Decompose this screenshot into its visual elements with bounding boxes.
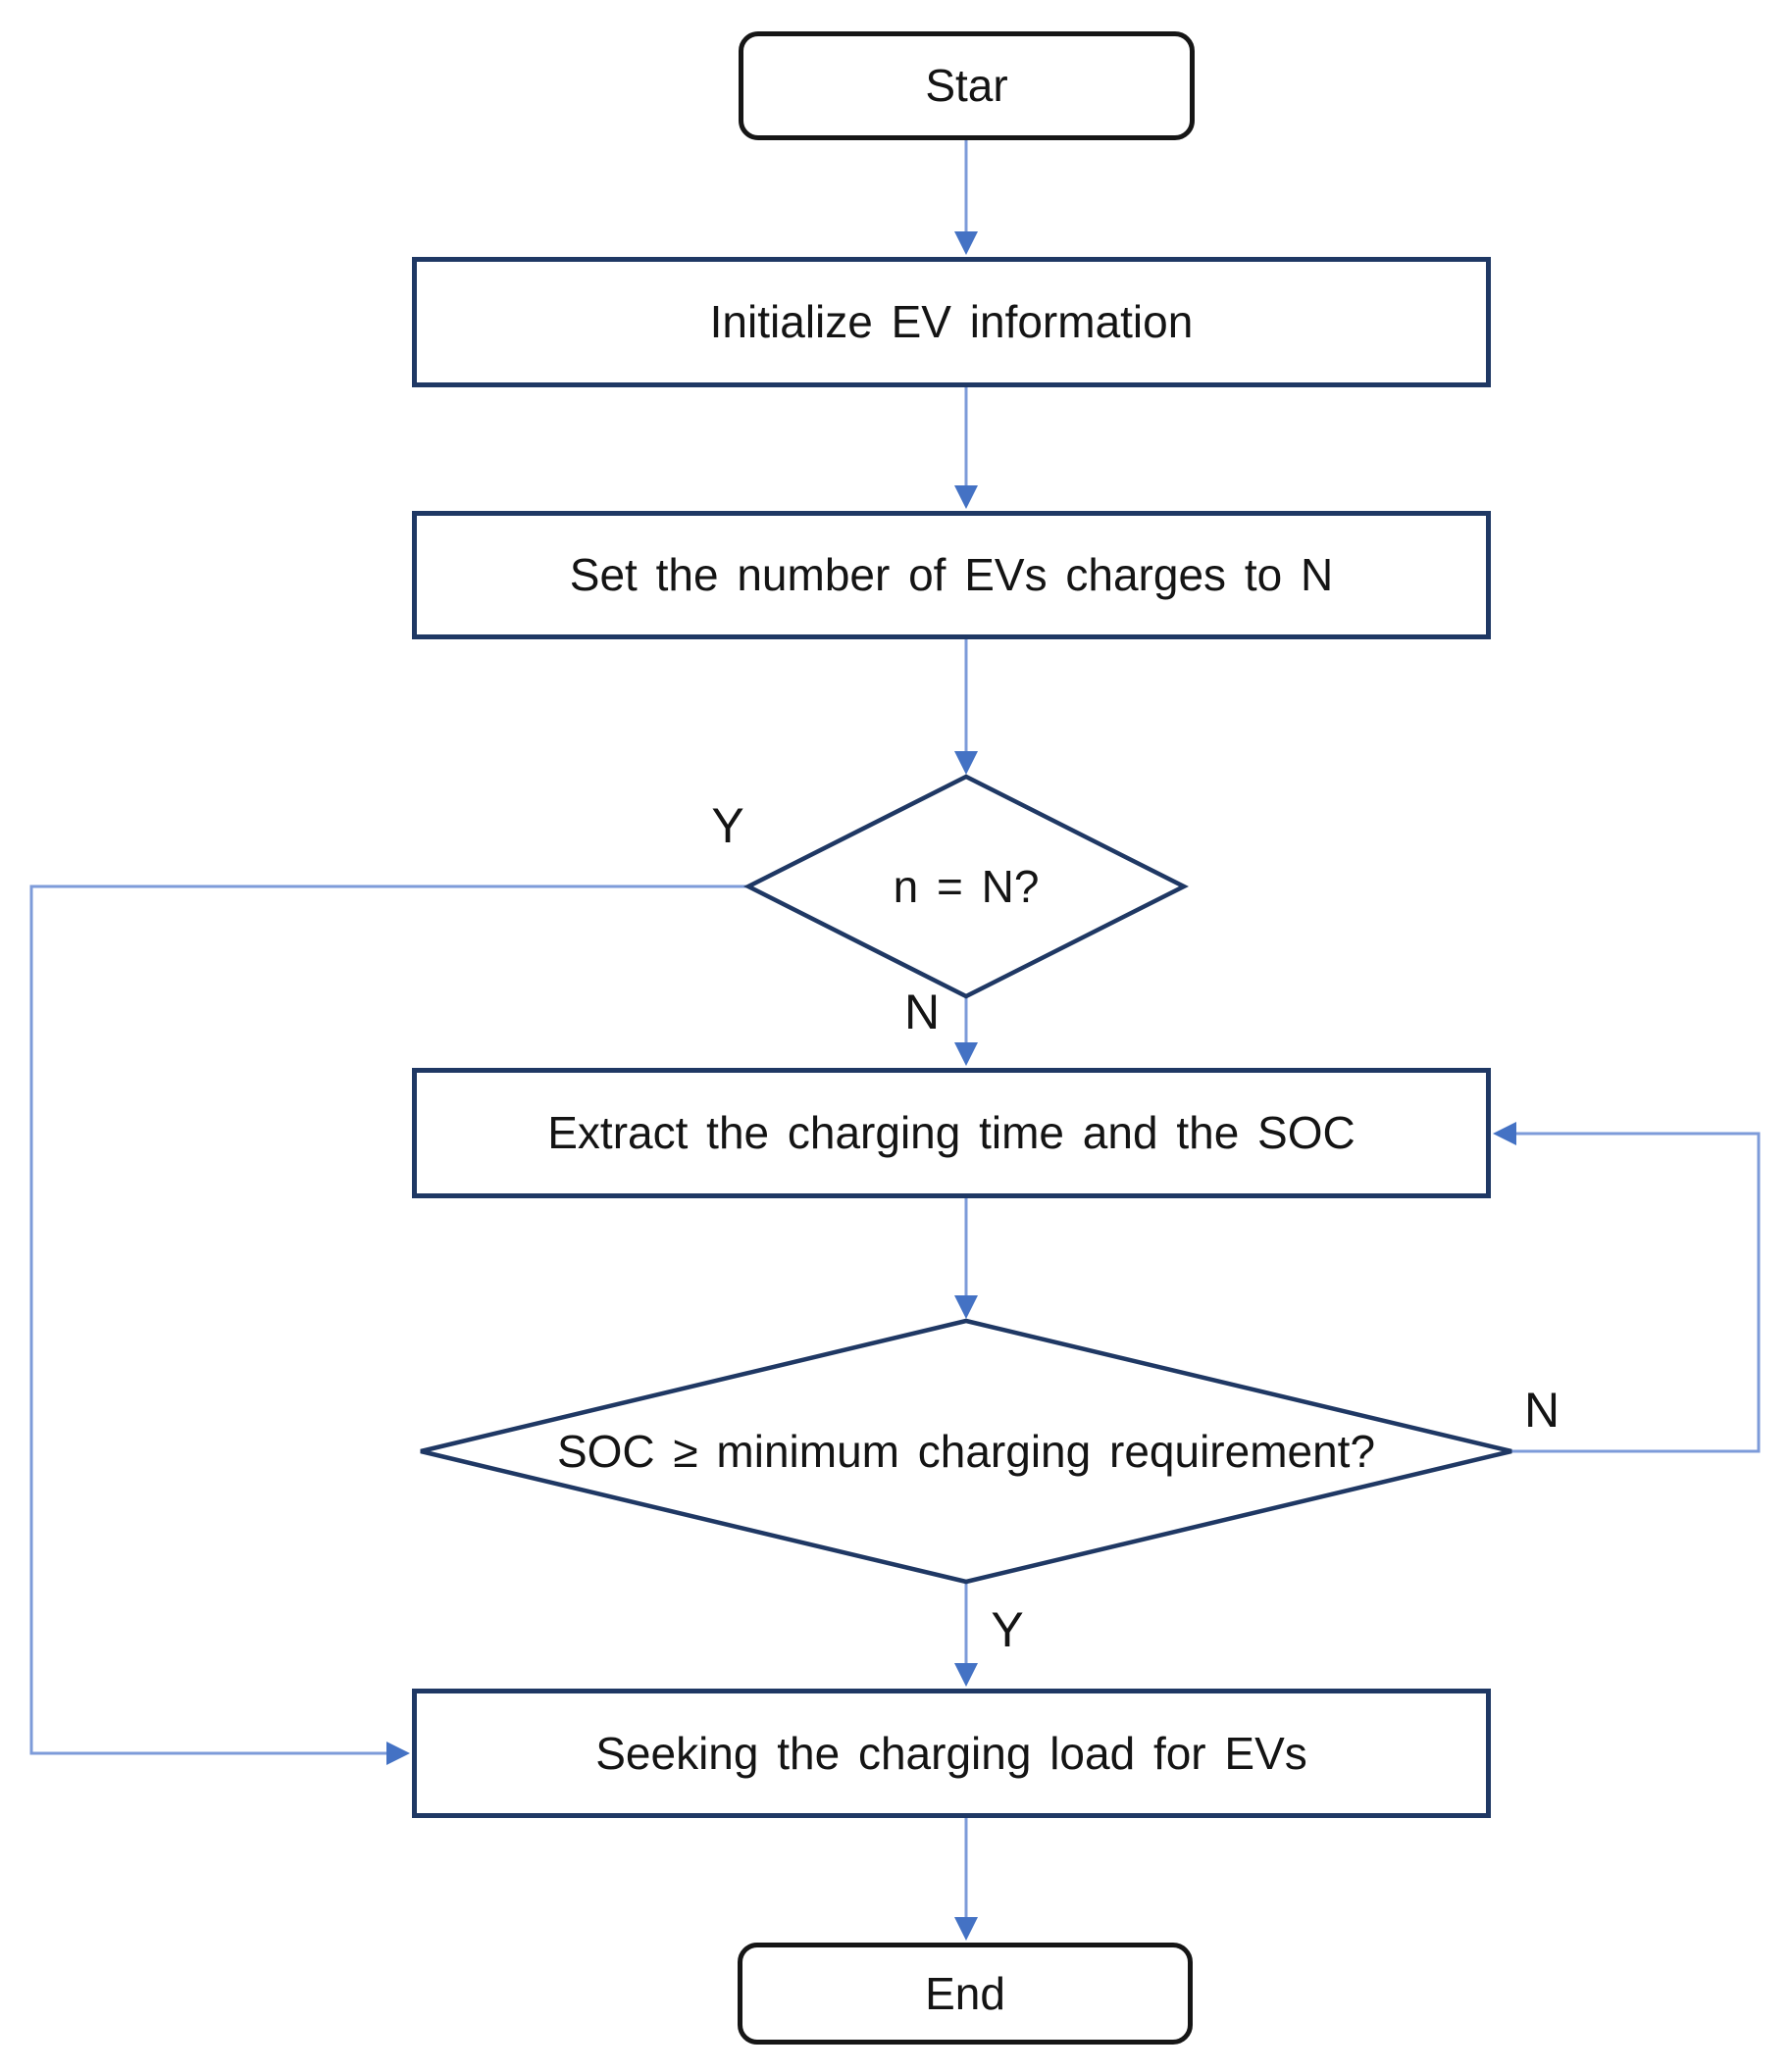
node-start-label: Star <box>925 60 1008 112</box>
node-seeking-label: Seeking the charging load for EVs <box>595 1727 1307 1779</box>
decision-check-soc-label: SOC ≥ minimum charging requirement? <box>556 1426 1376 1477</box>
node-end-label: End <box>925 1967 1005 2019</box>
arrowhead-checksoc-yes-to-seek <box>954 1663 978 1687</box>
node-seeking-charging-load: Seeking the charging load for EVs <box>412 1689 1491 1818</box>
decision-check-soc-shape <box>420 1318 1512 1585</box>
edge-label-checksoc-no: N <box>1523 1383 1560 1438</box>
node-extract-charging-time-soc: Extract the charging time and the SOC <box>412 1068 1491 1198</box>
node-set-number-label: Set the number of EVs charges to N <box>569 549 1334 601</box>
arrowhead-checkn-no-to-extract <box>954 1042 978 1066</box>
arrowhead-checksoc-no-to-extract <box>1493 1122 1516 1145</box>
arrowhead-seek-to-end <box>954 1917 978 1941</box>
arrowhead-start-to-init <box>954 231 978 255</box>
node-set-number-of-evs: Set the number of EVs charges to N <box>412 511 1491 639</box>
node-initialize-ev-information: Initialize EV information <box>412 257 1491 387</box>
decision-check-n-label: n = N? <box>893 861 1040 912</box>
arrowhead-checkn-yes-to-seek <box>386 1742 410 1765</box>
decision-check-n-shape <box>743 774 1189 999</box>
edge-checkn-yes-to-seek <box>29 884 748 1755</box>
edge-label-checksoc-yes: Y <box>991 1602 1024 1657</box>
edge-checksoc-no-to-extract <box>1511 1132 1761 1453</box>
edge-label-checkn-yes: Y <box>711 798 744 853</box>
node-start: Star <box>739 31 1195 140</box>
arrowhead-init-to-setn <box>954 485 978 509</box>
arrowhead-setn-to-checkn <box>954 751 978 775</box>
node-extract-label: Extract the charging time and the SOC <box>547 1107 1355 1159</box>
node-end: End <box>738 1943 1193 2045</box>
arrowhead-extract-to-checksoc <box>954 1295 978 1319</box>
edge-label-checkn-no: N <box>903 985 941 1039</box>
node-initialize-label: Initialize EV information <box>709 296 1194 348</box>
